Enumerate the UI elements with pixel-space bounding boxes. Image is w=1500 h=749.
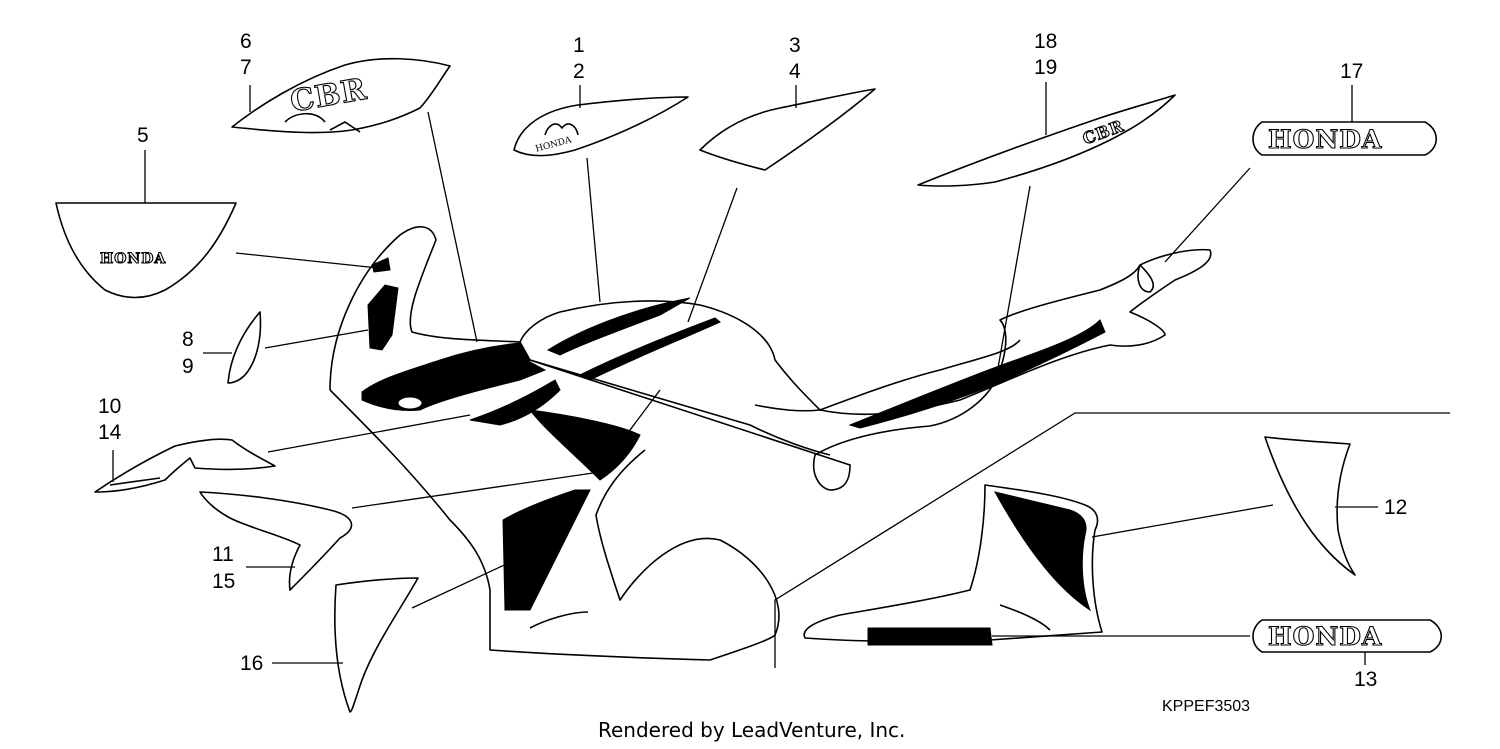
callout-8: 8 — [182, 328, 194, 351]
callout-13: 13 — [1354, 668, 1377, 691]
decal-part-16 — [334, 577, 419, 713]
right-lower-fairing — [529, 484, 1103, 646]
callout-5: 5 — [137, 124, 149, 147]
callout-14: 14 — [98, 421, 122, 444]
callout-12: 12 — [1384, 496, 1407, 519]
callout-7: 7 — [240, 56, 252, 79]
credit-text: Rendered by LeadVenture, Inc. — [598, 718, 905, 742]
callout-19: 19 — [1034, 56, 1057, 79]
callout-4: 4 — [789, 60, 801, 83]
diagram-code: KPPEF3503 — [1162, 698, 1250, 715]
callout-15: 15 — [212, 570, 235, 593]
callout-6: 6 — [240, 30, 252, 53]
decal-part-8-9 — [227, 311, 262, 384]
decal-part-17: HONDA — [1252, 121, 1438, 156]
honda-logo-13: HONDA — [1268, 622, 1382, 651]
decal-part-11-15 — [199, 491, 353, 591]
callout-2: 2 — [573, 60, 585, 83]
honda-logo-5: HONDA — [100, 251, 166, 267]
decal-part-10-14 — [94, 438, 276, 493]
callout-numbers: 6 7 1 2 3 4 18 19 17 5 8 9 10 14 11 15 1… — [98, 30, 1407, 691]
fairing-black-stripes — [361, 257, 1106, 611]
decal-part-5: HONDA — [55, 202, 237, 299]
callout-9: 9 — [182, 355, 194, 378]
decal-part-6-7: CBR — [231, 57, 451, 134]
decal-part-3-4 — [699, 88, 876, 171]
decal-part-13: HONDA — [1252, 619, 1443, 653]
honda-logo-17: HONDA — [1268, 125, 1382, 154]
cbr-logo-7: CBR — [288, 72, 370, 120]
callout-17: 17 — [1340, 60, 1363, 83]
leader-lines — [112, 82, 1450, 668]
callout-10: 10 — [98, 395, 121, 418]
callout-18: 18 — [1034, 30, 1057, 53]
callout-1: 1 — [573, 34, 585, 57]
fairing-outline — [329, 226, 1212, 661]
callout-11: 11 — [212, 543, 234, 566]
decal-part-12 — [1264, 436, 1356, 576]
callout-3: 3 — [789, 34, 801, 57]
callout-16: 16 — [240, 652, 263, 675]
decal-part-1-2: HONDA — [513, 96, 689, 157]
